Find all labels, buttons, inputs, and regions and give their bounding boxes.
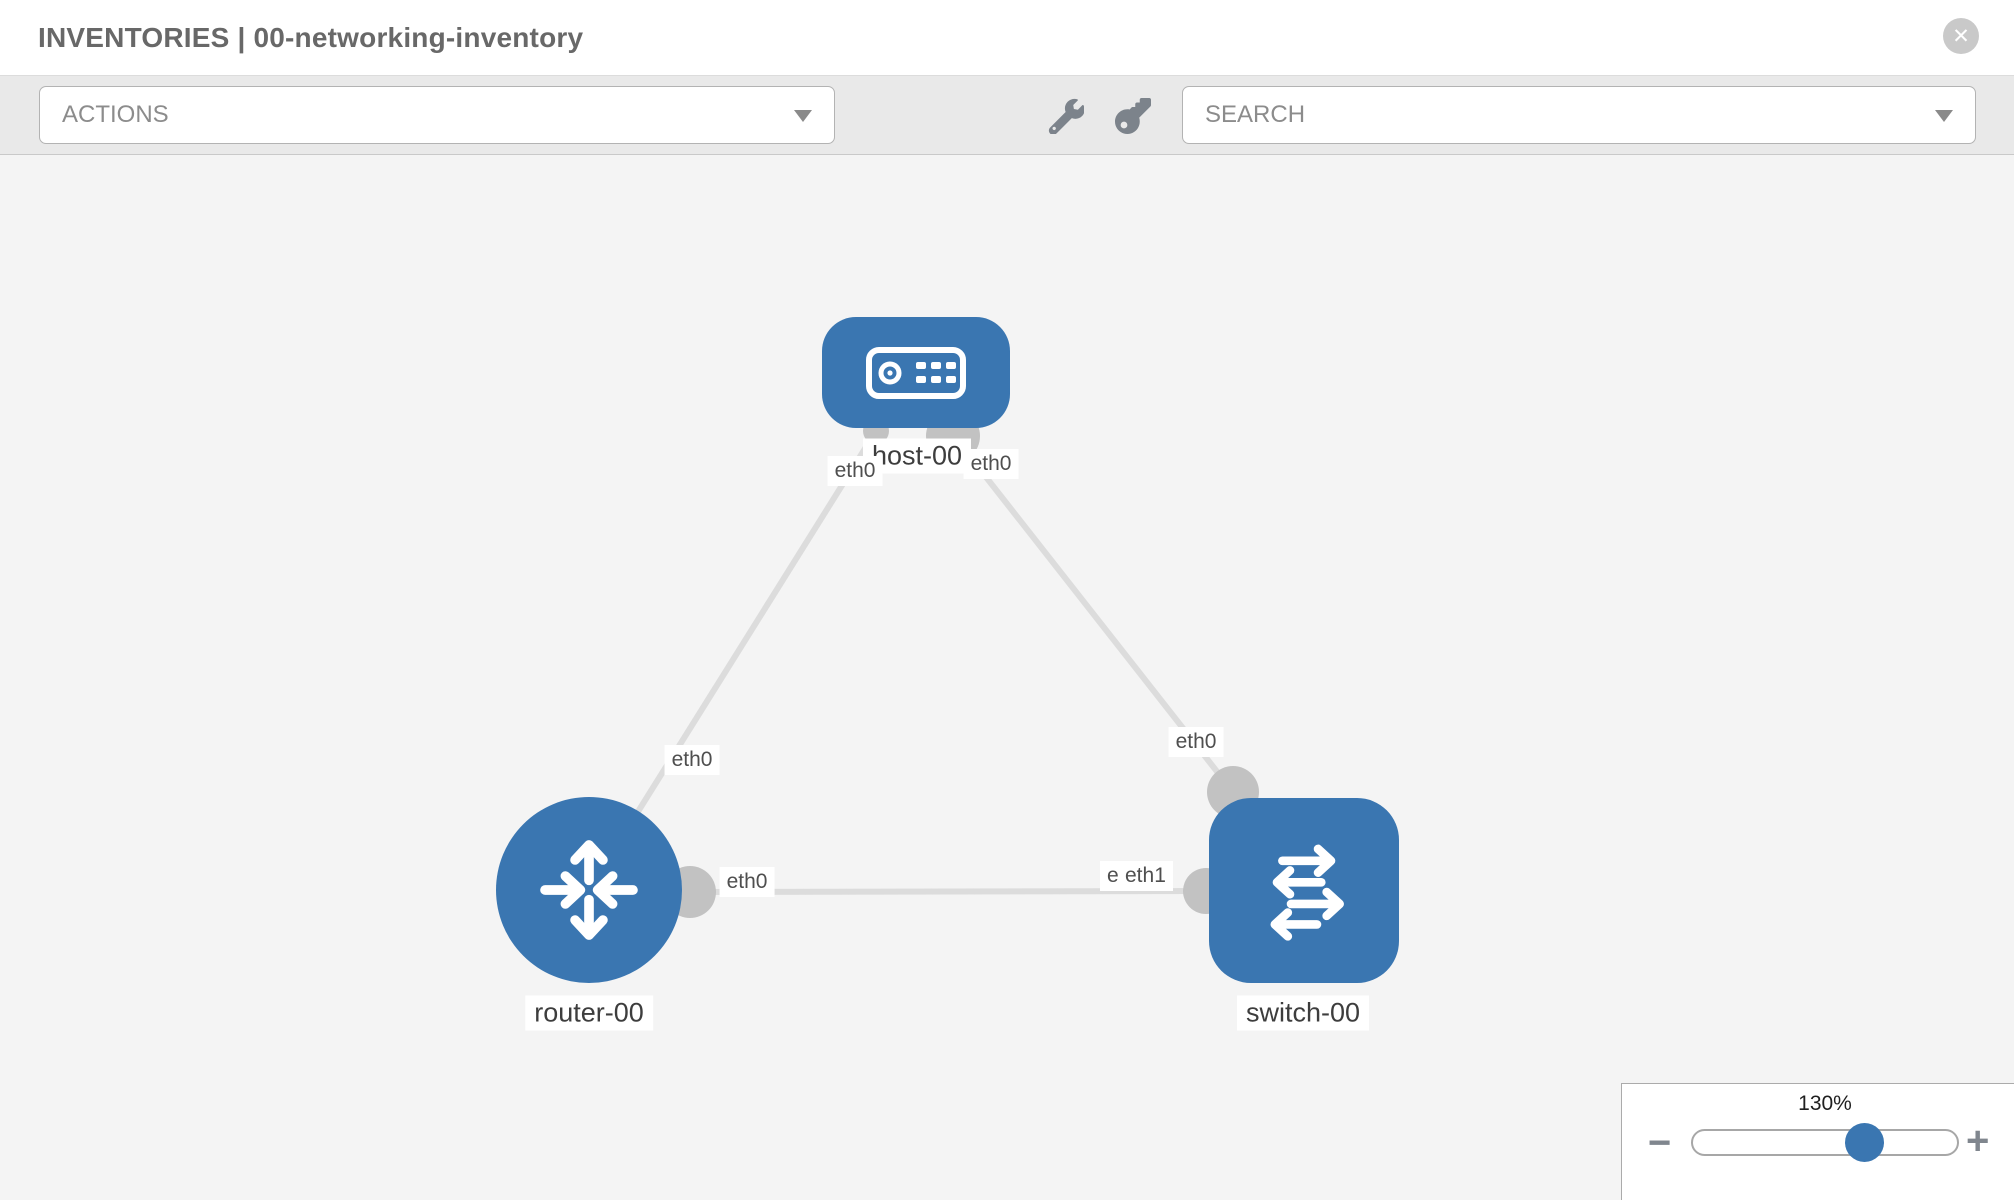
close-icon[interactable]: ✕ <box>1943 18 1979 54</box>
search-dropdown[interactable]: SEARCH <box>1182 86 1976 144</box>
port-label-router-uplink: eth0 <box>664 745 720 775</box>
node-host-00[interactable] <box>822 317 1010 428</box>
port-label-switch-link-front: eth1 <box>1118 861 1173 891</box>
page-title: INVENTORIES | 00-networking-inventory <box>38 21 584 53</box>
server-icon <box>866 346 966 399</box>
chevron-down-icon <box>794 110 812 122</box>
port-label-host-left: eth0 <box>827 456 883 486</box>
port-label-router-link: eth0 <box>719 867 775 897</box>
topology-links <box>586 409 1259 918</box>
node-router-00[interactable] <box>496 797 682 983</box>
switch-arrows-icon <box>1270 844 1344 941</box>
close-glyph: ✕ <box>1952 24 1970 48</box>
chevron-down-icon <box>1935 110 1953 122</box>
zoom-slider-thumb[interactable] <box>1845 1123 1884 1162</box>
zoom-in-button[interactable]: + <box>1966 1119 1990 1163</box>
node-label-switch: switch-00 <box>1236 995 1370 1031</box>
router-arrows-icon <box>540 840 638 940</box>
search-dropdown-label: SEARCH <box>1205 101 1306 128</box>
topology-canvas[interactable]: host-00 router-00 switch-00 eth0 eth0 et… <box>0 155 2014 1200</box>
zoom-slider[interactable] <box>1691 1123 1959 1162</box>
zoom-level-value: 130% <box>1798 1092 1852 1115</box>
actions-dropdown-label: ACTIONS <box>62 101 169 128</box>
toolbar: ACTIONS SEARCH <box>0 76 2014 155</box>
page-header: INVENTORIES | 00-networking-inventory ✕ <box>0 0 2014 76</box>
node-switch-00[interactable] <box>1209 798 1399 983</box>
actions-dropdown[interactable]: ACTIONS <box>39 86 835 144</box>
port-label-switch-uplink: eth0 <box>1168 727 1224 757</box>
port-label-host-right: eth0 <box>963 449 1019 479</box>
zoom-out-button[interactable]: − <box>1648 1121 1672 1165</box>
link-router-switch <box>689 888 1207 895</box>
zoom-control-panel: 130% − + <box>1621 1083 2014 1200</box>
wrench-icon[interactable] <box>1048 98 1084 134</box>
node-label-router: router-00 <box>525 995 653 1031</box>
key-icon[interactable] <box>1115 98 1151 134</box>
